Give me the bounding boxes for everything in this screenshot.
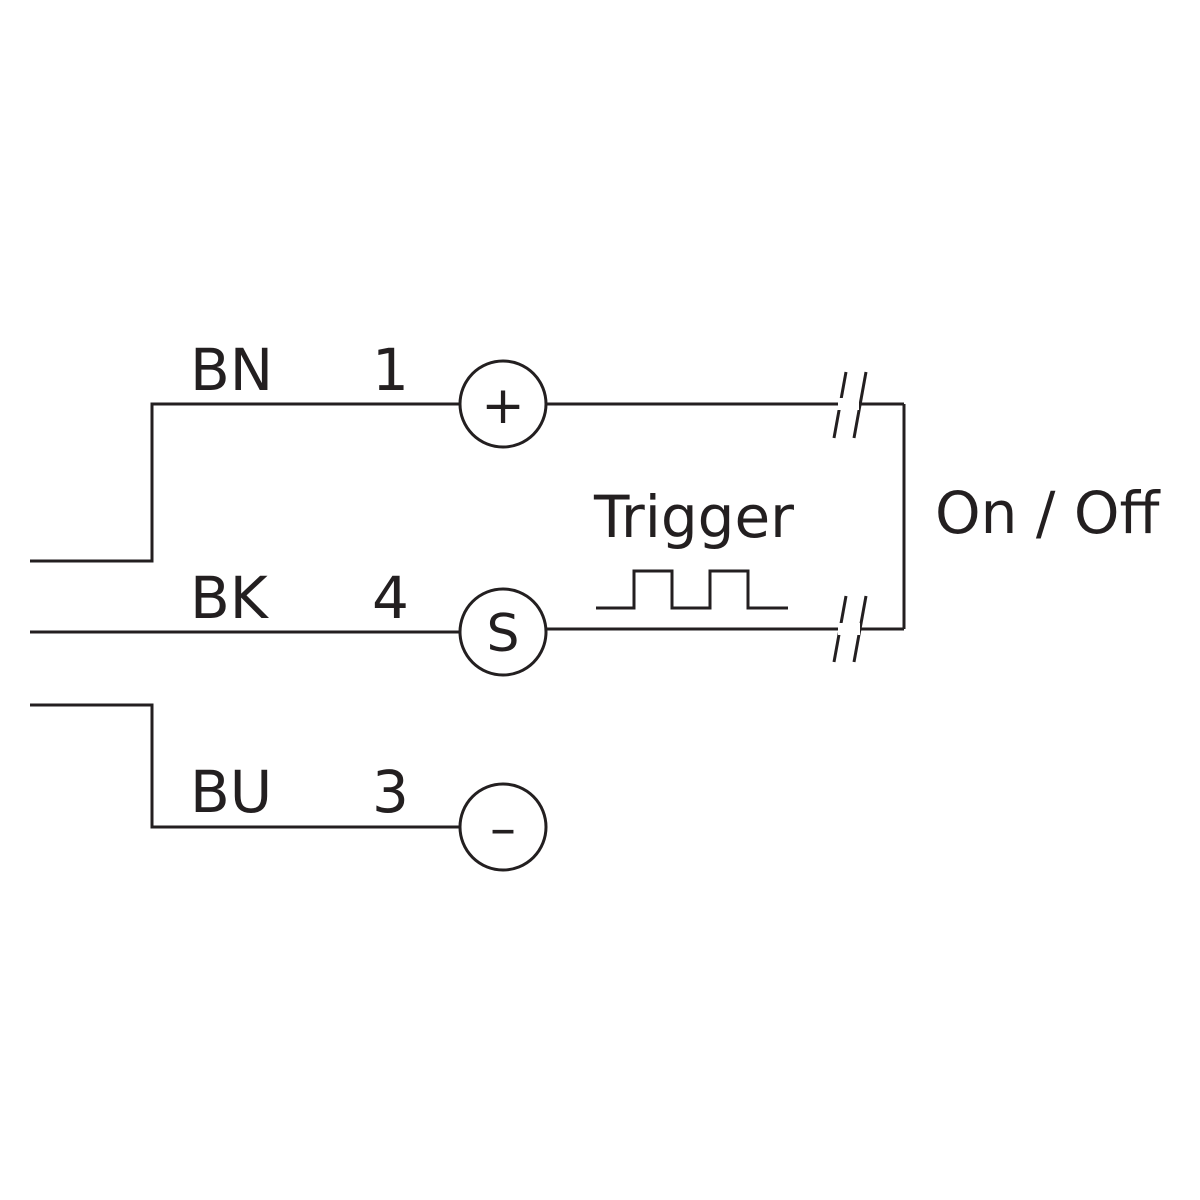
wire-bu [30, 703, 460, 829]
terminal-plus-symbol: + [481, 376, 525, 436]
pin-number-1: 1 [372, 336, 409, 404]
terminal-signal [458, 587, 548, 677]
terminal-signal-symbol: S [486, 604, 519, 664]
switch-label: On / Off [935, 479, 1161, 547]
terminal-minus-symbol: – [490, 799, 516, 859]
wire-label-bk: BK [190, 564, 270, 632]
wire-label-bn: BN [190, 336, 273, 404]
pin-number-4: 4 [372, 564, 409, 632]
trigger-pulse-icon [596, 569, 788, 610]
wire-label-bu: BU [190, 758, 272, 826]
trigger-label: Trigger [593, 483, 794, 551]
break-mark-bottom-icon [832, 595, 868, 663]
pin-number-3: 3 [372, 758, 409, 826]
wire-bn [30, 402, 460, 563]
terminal-minus [458, 782, 548, 872]
break-mark-top-icon [832, 371, 868, 439]
